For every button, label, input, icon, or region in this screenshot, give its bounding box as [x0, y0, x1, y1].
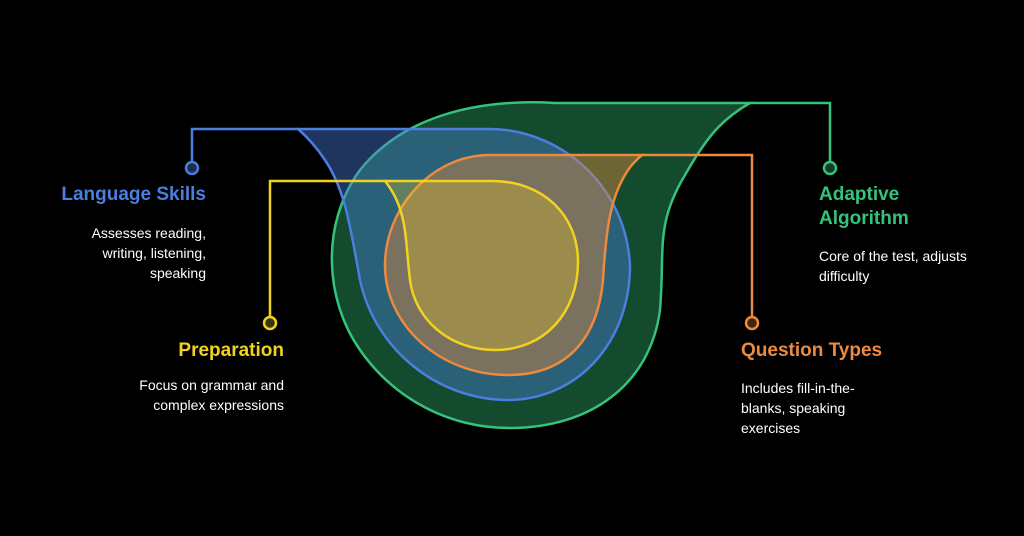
preparation-marker: [262, 315, 278, 331]
language-skills-title: Language Skills: [61, 184, 206, 205]
question-types-description: Includes fill-in-the-blanks, speaking ex…: [741, 380, 855, 436]
adaptive-algorithm-description: Core of the test, adjusts difficulty: [819, 248, 967, 284]
preparation-description: Focus on grammar and complex expressions: [139, 377, 284, 413]
language-skills-connector: [190, 127, 298, 168]
preparation-connector: [268, 179, 385, 323]
question-types-title: Question Types: [741, 340, 883, 361]
question-types-layer: [383, 153, 646, 377]
question-types-marker: [744, 315, 760, 331]
preparation-title: Preparation: [178, 340, 284, 361]
adaptive-algorithm-title: Adaptive Algorithm: [819, 184, 909, 229]
question-types-connector: [642, 153, 754, 323]
adaptive-algorithm-marker: [822, 160, 838, 176]
language-skills-marker: [184, 160, 200, 176]
adaptive-algorithm-layer: [330, 101, 755, 430]
adaptive-algorithm-connector: [750, 101, 832, 168]
preparation-layer: [382, 179, 580, 352]
language-skills-description: Assesses reading, writing, listening, sp…: [91, 225, 206, 281]
